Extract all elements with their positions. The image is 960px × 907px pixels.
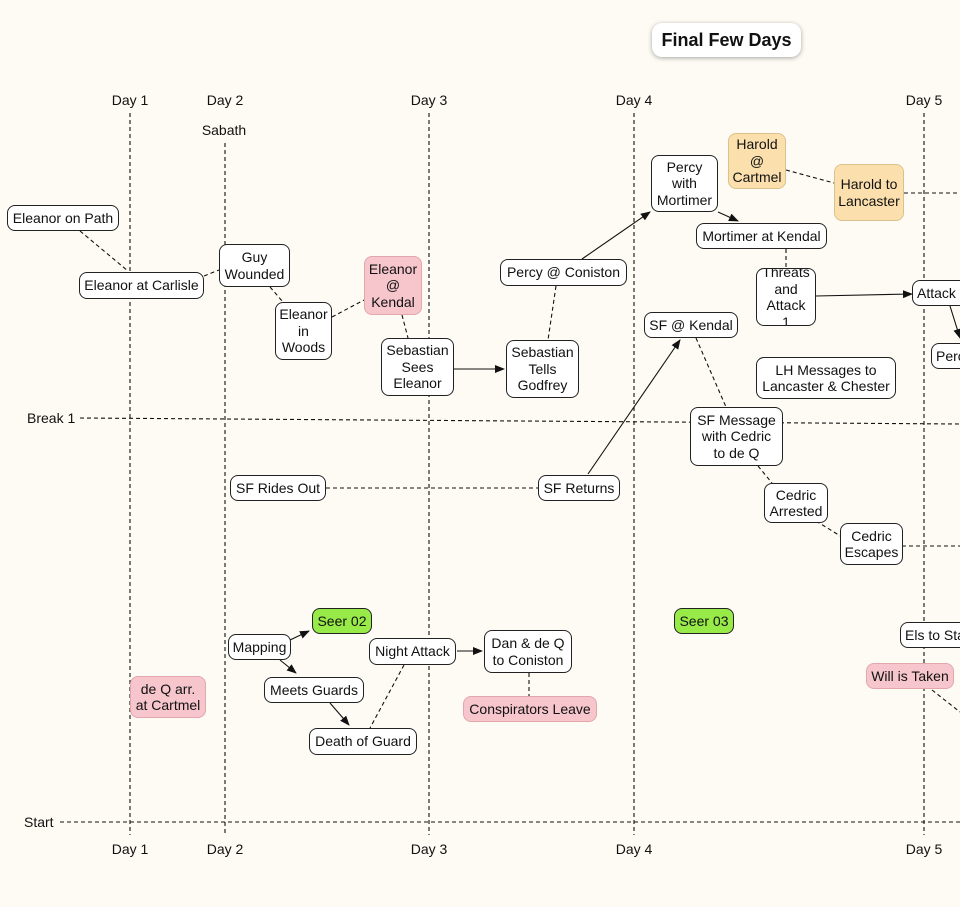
node-harold-cartmel[interactable]: Harold @ Cartmel — [728, 133, 786, 189]
node-cedric-escapes[interactable]: Cedric Escapes — [840, 523, 903, 565]
day-label-top-1: Day 1 — [111, 92, 149, 108]
day-label-top-4: Day 4 — [615, 92, 653, 108]
day-label-bottom-3: Day 3 — [410, 841, 448, 857]
day-label-top-2: Day 2 — [206, 92, 244, 108]
node-cedric-arrested[interactable]: Cedric Arrested — [764, 483, 828, 523]
node-percy-coniston[interactable]: Percy @ Coniston — [500, 259, 627, 286]
node-lh-messages[interactable]: LH Messages to Lancaster & Chester — [756, 357, 896, 399]
node-deq-cartmel[interactable]: de Q arr. at Cartmel — [130, 676, 206, 718]
node-will-taken[interactable]: Will is Taken — [866, 663, 954, 689]
break-line — [79, 417, 960, 425]
day-label-bottom-1: Day 1 — [111, 841, 149, 857]
node-eleanor-carlisle[interactable]: Eleanor at Carlisle — [79, 272, 204, 299]
node-sf-kendal[interactable]: SF @ Kendal — [644, 312, 738, 338]
node-sf-rides-out[interactable]: SF Rides Out — [230, 475, 326, 501]
node-meets-guards[interactable]: Meets Guards — [264, 677, 364, 703]
node-perc-partial[interactable]: Perc — [931, 343, 960, 369]
node-sebastian-tells[interactable]: Sebastian Tells Godfrey — [506, 340, 579, 398]
node-dan-deq[interactable]: Dan & de Q to Coniston — [484, 630, 572, 673]
node-eleanor-path[interactable]: Eleanor on Path — [7, 205, 119, 231]
node-percy-mortimer[interactable]: Percy with Mortimer — [651, 155, 718, 212]
day-label-bottom-4: Day 4 — [615, 841, 653, 857]
node-sf-message[interactable]: SF Message with Cedric to de Q — [690, 407, 783, 466]
node-eleanor-woods[interactable]: Eleanor in Woods — [275, 302, 332, 360]
node-death-of-guard[interactable]: Death of Guard — [309, 728, 417, 755]
start-label: Start — [24, 814, 54, 830]
node-mortimer-kendal[interactable]: Mortimer at Kendal — [696, 223, 827, 249]
day-label-top-3: Day 3 — [410, 92, 448, 108]
day-label-bottom-2: Day 2 — [206, 841, 244, 857]
node-threats-attack[interactable]: Threats and Attack 1 — [756, 268, 816, 326]
node-sf-returns[interactable]: SF Returns — [538, 475, 620, 501]
break-label: Break 1 — [27, 410, 76, 426]
node-night-attack[interactable]: Night Attack — [369, 638, 456, 665]
node-els-partial[interactable]: Els to Sta — [900, 622, 960, 648]
node-attack-partial[interactable]: Attack — [912, 280, 960, 306]
node-harold-lancaster[interactable]: Harold to Lancaster — [834, 164, 904, 221]
day-label-bottom-5: Day 5 — [905, 841, 943, 857]
diagram-title: Final Few Days — [652, 23, 801, 57]
node-guy-wounded[interactable]: Guy Wounded — [219, 244, 290, 287]
day-label-top-5: Day 5 — [905, 92, 943, 108]
node-seer-02[interactable]: Seer 02 — [312, 608, 372, 634]
sabath-label: Sabath — [201, 122, 247, 138]
node-seer-03[interactable]: Seer 03 — [674, 608, 734, 634]
node-eleanor-kendal[interactable]: Eleanor @ Kendal — [364, 256, 422, 315]
node-mapping[interactable]: Mapping — [228, 634, 291, 660]
node-conspirators-leave[interactable]: Conspirators Leave — [463, 696, 597, 722]
node-sebastian-sees[interactable]: Sebastian Sees Eleanor — [381, 338, 454, 396]
